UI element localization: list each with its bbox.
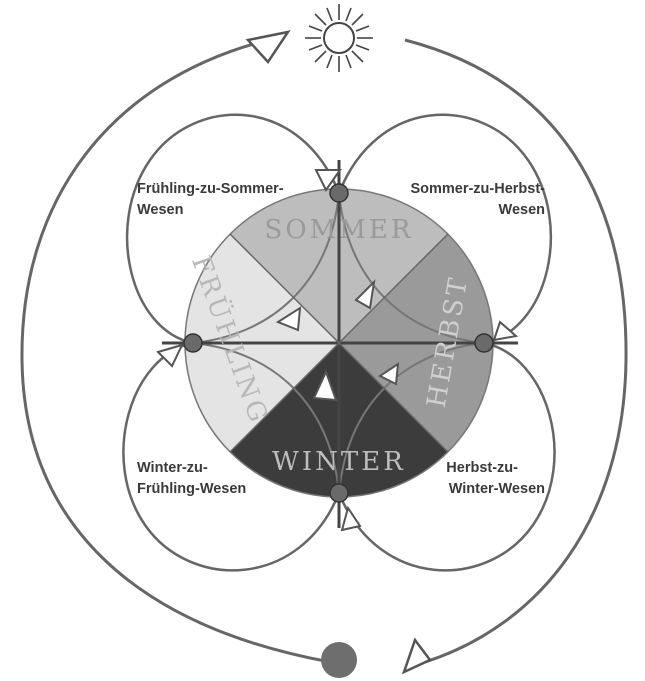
- arrow-left: [158, 345, 182, 366]
- label-bottom-right-line2: Winter-Wesen: [449, 481, 545, 497]
- arrow-bottom: [342, 508, 360, 530]
- node-left: [184, 334, 202, 352]
- label-top-right-line1: Sommer-zu-Herbst-: [410, 181, 545, 197]
- label-bottom-left-line2: Frühling-Wesen: [137, 481, 246, 497]
- arrow-bottom-right: [404, 640, 430, 672]
- node-bottom: [330, 484, 348, 502]
- label-top-right-line2: Wesen: [499, 202, 545, 218]
- label-bottom-left-line1: Winter-zu-: [137, 460, 208, 476]
- season-summer-label: SOMMER: [265, 215, 414, 245]
- label-top-left-line2: Wesen: [137, 202, 183, 218]
- arrow-top-left: [248, 32, 288, 62]
- label-top-left-line1: Frühling-zu-Sommer-: [137, 181, 284, 197]
- node-right: [475, 334, 493, 352]
- node-top: [330, 184, 348, 202]
- dark-sun-icon: [321, 642, 357, 678]
- sun-icon: [305, 4, 373, 72]
- label-bottom-right-line1: Herbst-zu-: [446, 460, 518, 476]
- season-winter-label: WINTER: [272, 447, 406, 477]
